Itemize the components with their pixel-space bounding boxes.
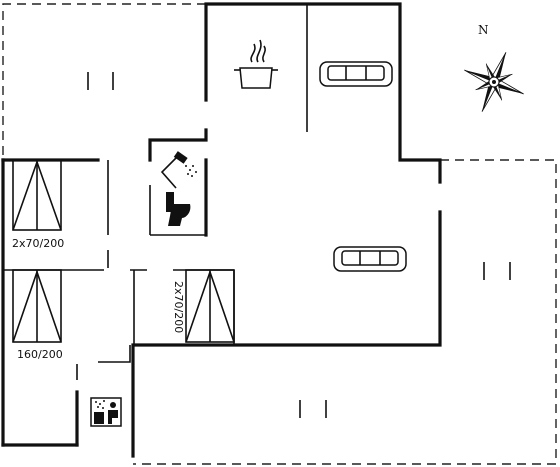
sofa-icon-top — [319, 61, 393, 87]
bed-top — [12, 159, 62, 231]
bed-size-label-middle: 2x70/200 — [172, 281, 185, 334]
interior-walls — [3, 4, 308, 380]
toilet-icon — [166, 192, 191, 226]
cooking-pot-icon — [234, 39, 278, 89]
compass-north-label: N — [478, 23, 489, 37]
bed-size-label-top: 2x70/200 — [12, 237, 65, 250]
bed-middle — [185, 269, 235, 343]
compass-rose-icon — [464, 52, 524, 112]
bed-bottom — [12, 269, 62, 343]
sauna-icon — [90, 397, 122, 427]
bed-size-label-bottom: 160/200 — [17, 348, 63, 361]
exterior-walls — [1, 2, 442, 458]
sofa-icon-living — [333, 246, 407, 272]
shower-icon — [160, 151, 197, 189]
